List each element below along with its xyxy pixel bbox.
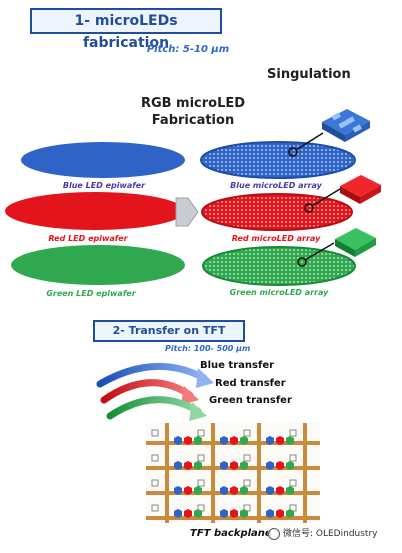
blue-epiwafer (21, 142, 185, 178)
red-pick-marker (304, 203, 314, 213)
green-transfer-label: Green transfer (209, 395, 292, 406)
rgb-fabrication-line1: RGB microLED (140, 96, 246, 111)
red-epiwafer-label: Red LED epiwafer (48, 234, 128, 243)
watermark: 微信号: OLEDindustry (268, 526, 400, 542)
green-pick-marker (297, 257, 307, 267)
blue-epiwafer-label: Blue LED epiwafer (62, 181, 146, 190)
blue-chip-cluster (322, 109, 370, 142)
tft-backplane (146, 423, 320, 523)
blue-pick-marker (288, 147, 298, 157)
tft-pixel-row-1 (174, 436, 294, 445)
green-epiwafer-label: Green LED epiwafer (46, 289, 136, 298)
rgb-fabrication-line2: Fabrication (151, 113, 235, 128)
blue-transfer-arrowhead (196, 368, 214, 388)
tft-pixel-row-2 (174, 461, 294, 470)
tft-pixel-row-3 (174, 486, 294, 495)
blue-microled-array (200, 141, 356, 179)
blue-transfer-label: Blue transfer (200, 360, 275, 371)
green-microled-array (202, 246, 356, 286)
wechat-icon (268, 527, 280, 540)
green-pick-line (304, 242, 335, 261)
tft-backplane-label: TFT backplane (190, 528, 272, 539)
red-microled-array-label: Red microLED array (231, 234, 321, 243)
section-title-transfer: 2- Transfer on TFT (93, 320, 245, 342)
rgb-fabrication-label: RGB microLED Fabrication (133, 95, 253, 129)
green-epiwafer (11, 245, 185, 285)
green-microled-array-label: Green microLED array (229, 288, 329, 297)
watermark-text: 微信号: OLEDindustry (283, 529, 378, 539)
green-chip-cluster (335, 228, 376, 257)
process-arrow (175, 197, 199, 227)
red-transfer-arrow (100, 379, 194, 404)
tft-pixel-row-4 (174, 509, 294, 518)
red-pick-line (311, 188, 341, 207)
red-epiwafer (5, 192, 185, 230)
blue-microled-array-label: Blue microLED array (230, 181, 322, 190)
red-microled-array (201, 193, 353, 231)
blue-transfer-arrow (96, 362, 208, 388)
red-transfer-label: Red transfer (215, 378, 286, 389)
green-transfer-arrowhead (189, 402, 207, 421)
section-title-fabrication: 1- microLEDs fabrication (30, 8, 222, 51)
green-transfer-arrow (106, 396, 202, 420)
transfer-pitch: Pitch: 100- 500 µm (165, 344, 251, 353)
red-transfer-arrowhead (181, 386, 199, 405)
blue-pick-line (295, 132, 324, 151)
red-chip-cluster (340, 175, 381, 204)
singulation-label: Singulation (267, 67, 351, 82)
fabrication-pitch: Pitch: 5-10 µm (146, 44, 230, 55)
